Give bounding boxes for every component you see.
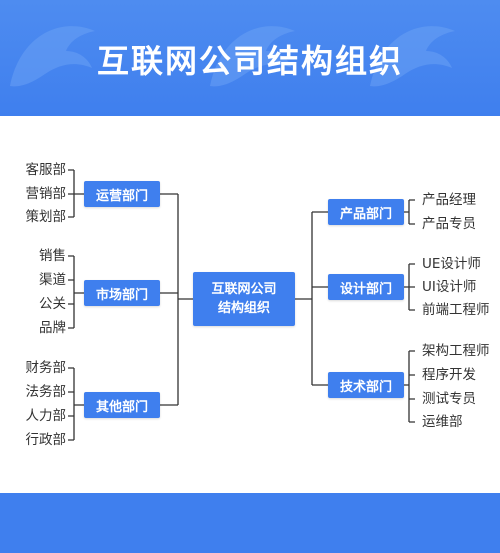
dept-node-product: 产品部门 [328,199,404,225]
leaf-item: 营销部 [25,186,67,202]
leaf-item: 公关 [39,296,66,312]
leaf-item: 策划部 [25,209,67,225]
leaf-item: 渠道 [39,272,66,288]
dept-label: 产品部门 [339,206,392,222]
center-line-2: 结构组织 [217,301,270,316]
page-title: 互联网公司结构组织 [96,42,403,80]
leaf-item: 销售 [39,248,66,264]
leaf-item: 程序开发 [422,367,476,383]
dept-node-other: 其他部门 [84,392,160,418]
leaf-item: UE设计师 [422,256,481,272]
dept-label: 设计部门 [339,281,392,297]
leaf-item: 客服部 [25,162,67,178]
dept-label: 市场部门 [95,287,148,303]
center-line-1: 互联网公司 [211,282,277,297]
leaf-item: 产品经理 [422,192,476,208]
dolphin-icon [370,26,455,87]
leaf-item: 运维部 [422,414,463,430]
leaf-item: 人力部 [25,408,67,424]
dept-node-design: 设计部门 [328,274,404,300]
dept-node-operations: 运营部门 [84,181,160,207]
dept-node-tech: 技术部门 [328,372,404,398]
dept-node-marketing: 市场部门 [84,280,160,306]
leaf-item: 品牌 [39,320,66,336]
leaf-item: 行政部 [25,432,67,448]
dept-label: 其他部门 [95,399,148,415]
leaf-item: 架构工程师 [422,343,490,359]
leaf-item: UI设计师 [422,279,477,295]
leaf-item: 前端工程师 [422,302,490,318]
dolphin-icon [210,26,295,87]
header-banner: 互联网公司结构组织 [0,0,500,116]
dept-label: 运营部门 [95,188,148,204]
leaf-item: 法务部 [25,384,67,400]
center-node: 互联网公司 结构组织 [193,272,295,326]
dept-label: 技术部门 [339,379,392,395]
footer-bar [0,493,500,553]
dolphin-icon [10,26,95,87]
leaf-item: 测试专员 [422,391,476,407]
leaf-item: 产品专员 [422,216,476,232]
leaf-item: 财务部 [25,360,67,376]
